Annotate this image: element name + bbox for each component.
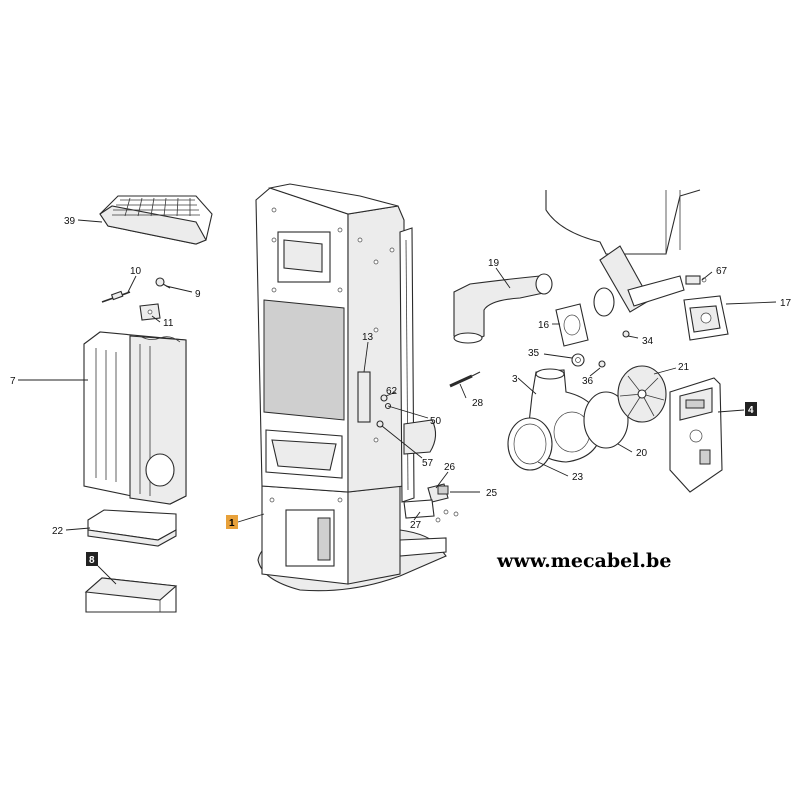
callout-36: 36 [582,376,594,387]
callout-34: 34 [642,336,654,347]
callout-57: 57 [422,458,434,469]
callout-35: 35 [528,348,540,359]
callout-4-badge: 4 [745,402,757,416]
part-11-bracket [139,303,161,321]
callout-17: 17 [780,298,792,309]
callout-62: 62 [386,386,398,397]
part-8-lower-box [84,577,178,613]
part-17-gear-motor [683,295,729,341]
callout-4: 4 [748,405,754,416]
callout-9: 9 [195,289,201,300]
callout-39: 39 [64,216,76,227]
auger-tube [593,245,685,317]
website-url: www.mecabel.be [497,550,672,572]
callout-22: 22 [52,526,64,537]
callout-20: 20 [636,448,648,459]
callout-8-badge: 8 [86,552,98,566]
callout-3: 3 [512,374,518,385]
leader-lines [18,219,777,585]
part-10-sensor-rod [101,290,131,303]
callout-10: 10 [130,266,142,277]
callout-25: 25 [486,488,498,499]
callout-21: 21 [678,362,690,373]
part-7-side-panel [83,331,187,505]
part-20-fan-plate [583,391,629,449]
part-39-top-grille [99,195,213,245]
callout-26: 26 [444,462,456,473]
callout-27: 27 [410,520,422,531]
part-67-fitting [685,275,707,285]
callout-67: 67 [716,266,728,277]
callout-1: 1 [229,518,235,529]
part-23-gasket-ring [507,417,553,471]
callout-16: 16 [538,320,550,331]
callout-11: 11 [163,318,174,329]
part-21-impeller [617,365,667,423]
callout-1-badge: 1 [226,515,238,529]
part-1-main-frame [255,183,447,592]
callout-13: 13 [362,332,374,343]
callout-19: 19 [488,258,500,269]
parts-25-26-27-switch-assembly [403,483,459,523]
pellet-hopper [545,189,701,255]
callout-28: 28 [472,398,484,409]
callout-7: 7 [10,376,16,387]
parts-34-35-36-fittings [571,330,630,368]
part-22-ash-tray [87,509,177,547]
callout-8: 8 [89,555,95,566]
part-28-igniter [449,371,481,388]
part-16-gasket [555,303,589,347]
part-19-pipe-elbow [453,273,553,344]
callout-23: 23 [572,472,584,483]
callout-50: 50 [430,416,442,427]
part-4-control-panel [669,377,723,493]
